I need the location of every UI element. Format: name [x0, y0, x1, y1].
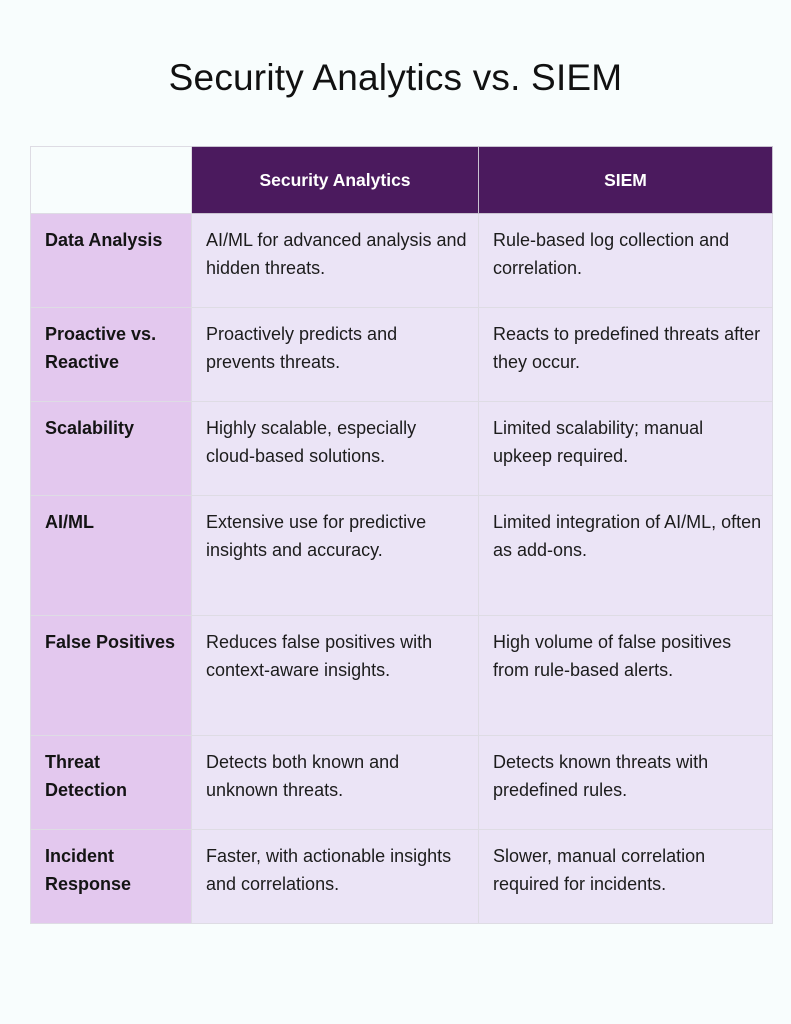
row-label: Scalability	[30, 401, 192, 496]
security-analytics-cell: Detects both known and unknown threats.	[191, 735, 479, 830]
comparison-table: Security Analytics SIEM Data Analysis AI…	[30, 146, 773, 924]
table-row-proactive-vs-reactive: Proactive vs. Reactive Proactively predi…	[30, 307, 773, 402]
security-analytics-cell: Reduces false positives with context-awa…	[191, 615, 479, 736]
row-label: Incident Response	[30, 829, 192, 924]
table-row-scalability: Scalability Highly scalable, especially …	[30, 401, 773, 496]
security-analytics-cell: Highly scalable, especially cloud-based …	[191, 401, 479, 496]
row-label: Threat Detection	[30, 735, 192, 830]
siem-cell: Rule-based log collection and correlatio…	[478, 213, 773, 308]
row-label: Data Analysis	[30, 213, 192, 308]
security-analytics-cell: Faster, with actionable insights and cor…	[191, 829, 479, 924]
row-label: False Positives	[30, 615, 192, 736]
security-analytics-cell: Proactively predicts and prevents threat…	[191, 307, 479, 402]
row-label: AI/ML	[30, 495, 192, 616]
security-analytics-cell: AI/ML for advanced analysis and hidden t…	[191, 213, 479, 308]
table-row-data-analysis: Data Analysis AI/ML for advanced analysi…	[30, 213, 773, 308]
table-row-threat-detection: Threat Detection Detects both known and …	[30, 735, 773, 830]
table-header-row: Security Analytics SIEM	[30, 146, 773, 214]
header-siem: SIEM	[478, 146, 773, 214]
siem-cell: Reacts to predefined threats after they …	[478, 307, 773, 402]
siem-cell: Limited scalability; manual upkeep requi…	[478, 401, 773, 496]
siem-cell: High volume of false positives from rule…	[478, 615, 773, 736]
table-row-false-positives: False Positives Reduces false positives …	[30, 615, 773, 736]
row-label: Proactive vs. Reactive	[30, 307, 192, 402]
siem-cell: Limited integration of AI/ML, often as a…	[478, 495, 773, 616]
page-title: Security Analytics vs. SIEM	[168, 57, 623, 98]
security-analytics-cell: Extensive use for predictive insights an…	[191, 495, 479, 616]
table-row-ai-ml: AI/ML Extensive use for predictive insig…	[30, 495, 773, 616]
siem-cell: Detects known threats with predefined ru…	[478, 735, 773, 830]
table-row-incident-response: Incident Response Faster, with actionabl…	[30, 829, 773, 924]
header-blank-cell	[30, 146, 192, 214]
siem-cell: Slower, manual correlation required for …	[478, 829, 773, 924]
header-security-analytics: Security Analytics	[191, 146, 479, 214]
